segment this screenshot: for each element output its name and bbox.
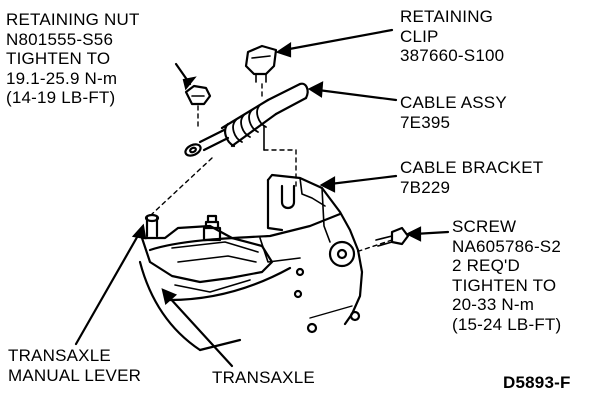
manual-lever bbox=[140, 213, 274, 284]
retaining-clip bbox=[244, 44, 278, 83]
callout-line: TRANSAXLE bbox=[8, 346, 111, 365]
cable-assy bbox=[184, 82, 309, 157]
retaining-nut bbox=[184, 84, 212, 106]
callout-line: N801555-S56 bbox=[6, 29, 114, 49]
callout-line: 2 REQ'D bbox=[452, 256, 520, 275]
retaining-nut-callout: RETAINING NUT N801555-S56 TIGHTEN TO 19.… bbox=[6, 10, 140, 108]
transaxle-callout: TRANSAXLE bbox=[212, 368, 315, 388]
callout-line: 7E395 bbox=[400, 112, 451, 132]
callout-line: (15-24 LB-FT) bbox=[452, 314, 562, 334]
cable-bracket-callout: CABLE BRACKET 7B229 bbox=[400, 158, 543, 197]
figure-code: D5893-F bbox=[503, 373, 571, 392]
callout-line: CLIP bbox=[400, 26, 439, 46]
callout-line: TRANSAXLE bbox=[212, 368, 315, 387]
callout-line: RETAINING NUT bbox=[6, 10, 140, 29]
callout-line: CABLE BRACKET bbox=[400, 158, 544, 177]
callout-line: 19.1-25.9 N-m bbox=[6, 68, 118, 88]
cable-bracket bbox=[266, 173, 364, 334]
callout-line: 20-33 N-m bbox=[452, 295, 535, 314]
callout-line: TIGHTEN TO bbox=[452, 275, 557, 295]
callout-line: 7B229 bbox=[400, 177, 451, 197]
callout-line: MANUAL LEVER bbox=[8, 365, 142, 385]
callout-line: TIGHTEN TO bbox=[6, 49, 111, 68]
callout-line: (14-19 LB-FT) bbox=[6, 88, 116, 107]
callout-line: NA605786-S2 bbox=[452, 236, 561, 256]
callout-line: RETAINING bbox=[400, 7, 494, 26]
retaining-clip-callout: RETAINING CLIP 387660-S100 bbox=[400, 7, 504, 66]
transaxle-manual-lever-callout: TRANSAXLE MANUAL LEVER bbox=[8, 346, 141, 385]
cable-assy-callout: CABLE ASSY 7E395 bbox=[400, 93, 507, 132]
callout-line: SCREW bbox=[452, 217, 517, 236]
callout-line: CABLE ASSY bbox=[400, 93, 507, 112]
callout-line: 387660-S100 bbox=[400, 46, 505, 65]
screw-callout: SCREW NA605786-S2 2 REQ'D TIGHTEN TO 20-… bbox=[452, 217, 561, 334]
